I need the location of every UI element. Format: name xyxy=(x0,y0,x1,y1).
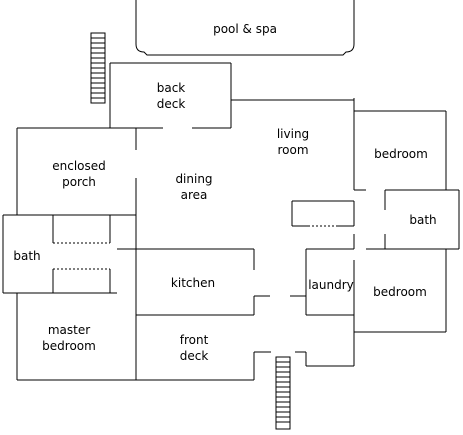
room-label-laundry: laundry xyxy=(308,278,354,292)
front-stairs xyxy=(275,356,291,430)
room-label-dining-area: dining area xyxy=(175,172,213,202)
back-stairs xyxy=(90,32,106,104)
room-label-front-deck: front deck xyxy=(179,333,209,363)
walls xyxy=(2,62,460,381)
room-label-bedroom-upper: bedroom xyxy=(374,147,428,161)
room-label-bath-left: bath xyxy=(13,249,41,263)
closet-lines xyxy=(53,225,354,270)
room-label-pool-spa: pool & spa xyxy=(213,22,277,36)
room-label-back-deck: back deck xyxy=(156,81,186,111)
room-label-enclosed-porch: enclosed porch xyxy=(52,159,106,189)
pool-outline xyxy=(135,0,355,56)
room-label-master-bedroom: master bedroom xyxy=(42,323,96,353)
room-label-bedroom-lower: bedroom xyxy=(373,285,427,299)
room-label-living-room: living room xyxy=(276,127,310,157)
room-label-bath-right: bath xyxy=(409,213,437,227)
room-label-kitchen: kitchen xyxy=(170,276,216,290)
